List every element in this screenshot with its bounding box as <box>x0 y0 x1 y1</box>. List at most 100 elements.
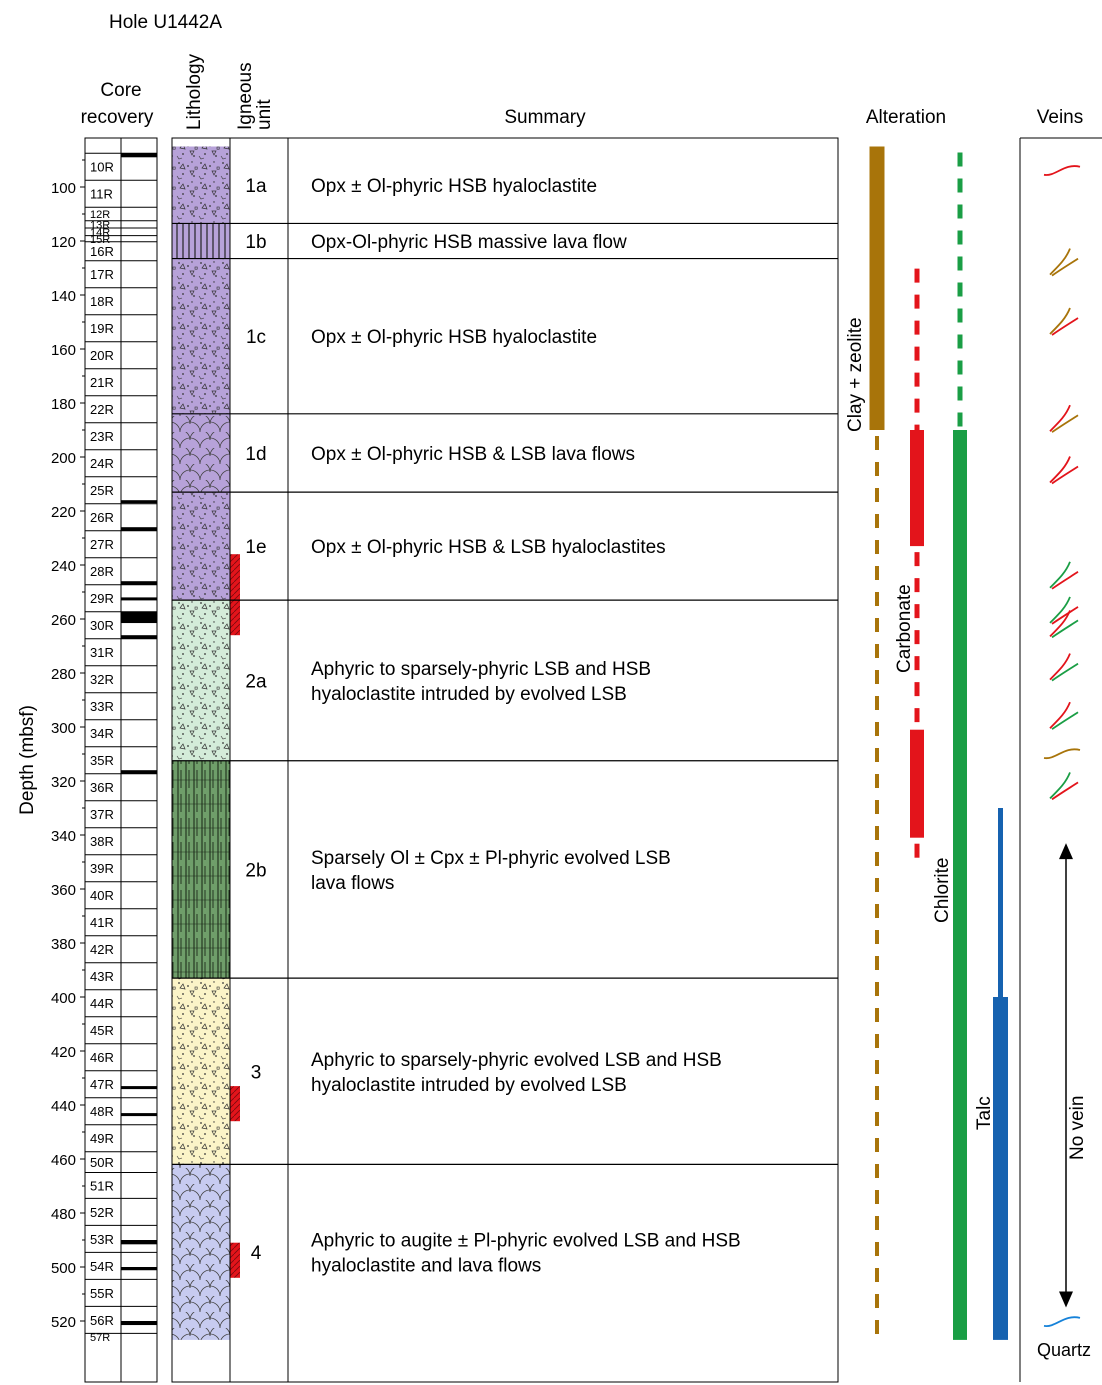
lithology-pattern-1b <box>172 223 230 259</box>
core-43R: 43R <box>85 962 157 984</box>
unit-summary-line: hyaloclastite intruded by evolved LSB <box>311 1075 627 1096</box>
header-summary: Summary <box>504 107 586 128</box>
core-label: 23R <box>90 429 114 444</box>
vein-line <box>1051 414 1079 433</box>
core-label: 17R <box>90 267 114 282</box>
core-24R: 24R <box>85 449 157 471</box>
depth-tick-label: 380 <box>51 936 76 953</box>
core-label: 42R <box>90 942 114 957</box>
vein-line <box>1051 465 1079 485</box>
core-recovered-interval <box>121 1086 157 1090</box>
core-42R: 42R <box>85 935 157 957</box>
lithology-column <box>171 137 240 1383</box>
core-47R: 47R <box>85 1070 157 1092</box>
depth-tick-label: 280 <box>51 666 76 683</box>
core-label: 38R <box>90 834 114 849</box>
core-31R: 31R <box>85 638 157 660</box>
depth-tick-label: 400 <box>51 990 76 1007</box>
unit-id: 1a <box>245 176 267 197</box>
vein-line <box>1049 653 1071 681</box>
core-56R: 56R <box>85 1305 157 1328</box>
core-54R: 54R <box>85 1251 157 1274</box>
vein-line <box>1049 772 1071 800</box>
core-recovered-interval <box>121 527 157 531</box>
core-label: 54R <box>90 1259 114 1274</box>
depth-axis: 1001201401601802002202402602803003203403… <box>51 138 86 1382</box>
vein-line <box>1049 610 1071 638</box>
vein-line <box>1051 781 1079 801</box>
lithology-pattern-1c <box>172 258 230 414</box>
vein-symbol <box>1049 307 1079 336</box>
alteration-clay_zeolite-solid <box>869 146 885 430</box>
alteration-chlorite-solid <box>953 430 967 1340</box>
depth-tick-label: 160 <box>51 342 76 359</box>
core-11R: 11R <box>85 179 157 202</box>
core-label: 37R <box>90 807 114 822</box>
core-recovered-interval <box>121 1321 157 1326</box>
core-55R: 55R <box>85 1278 157 1301</box>
core-label: 16R <box>90 244 114 259</box>
unit-summary-line: hyaloclastite and lava flows <box>311 1256 541 1277</box>
vein-symbol <box>1043 165 1081 176</box>
core-39R: 39R <box>85 854 157 876</box>
core-label: 39R <box>90 861 114 876</box>
core-51R: 51R <box>85 1172 157 1193</box>
core-label: 19R <box>90 321 114 336</box>
core-label: 46R <box>90 1050 114 1065</box>
unit-id: 1e <box>245 537 266 558</box>
core-33R: 33R <box>85 692 157 714</box>
core-label: 40R <box>90 888 114 903</box>
core-label: 24R <box>90 456 114 471</box>
core-recovered-interval <box>121 770 157 774</box>
unit-summary-line: Aphyric to augite ± Pl-phyric evolved LS… <box>311 1231 741 1252</box>
core-label: 34R <box>90 726 114 741</box>
vein-symbol <box>1043 1316 1081 1327</box>
intrusion-marker <box>230 1086 240 1122</box>
unit-id: 1d <box>245 444 266 465</box>
core-label: 35R <box>90 753 114 768</box>
lithology-pattern-1e <box>172 492 230 601</box>
hole-title: Hole U1442A <box>109 12 222 33</box>
alteration-talc-thin <box>998 808 1003 997</box>
vein-symbol <box>1049 610 1079 639</box>
depth-tick-label: 100 <box>51 180 76 197</box>
depth-tick-label: 180 <box>51 396 76 413</box>
core-25R: 25R <box>85 476 157 504</box>
vein-line <box>1051 711 1079 730</box>
vein-symbol <box>1049 456 1079 485</box>
alteration-column: Clay + zeolite Carbonate Chlorite Talc <box>845 146 1008 1340</box>
depth-tick-label: 420 <box>51 1044 76 1061</box>
vein-line <box>1049 248 1071 276</box>
vein-symbol <box>1049 404 1079 433</box>
lithology-pattern-3 <box>172 978 230 1165</box>
vein-line <box>1049 307 1071 335</box>
core-22R: 22R <box>85 395 157 417</box>
core-label: 56R <box>90 1313 114 1328</box>
vein-line <box>1043 748 1081 759</box>
core-label: 41R <box>90 915 114 930</box>
header-core-recovery-line1: Core <box>100 80 141 101</box>
vein-line <box>1049 561 1071 589</box>
core-32R: 32R <box>85 665 157 687</box>
core-45R: 45R <box>85 1016 157 1038</box>
core-label: 32R <box>90 672 114 687</box>
core-label: 25R <box>90 483 114 498</box>
core-label: 45R <box>90 1023 114 1038</box>
unit-id: 3 <box>251 1062 262 1083</box>
core-recovered-interval <box>121 1113 157 1117</box>
vein-symbol <box>1043 748 1081 759</box>
core-label: 57R <box>90 1332 110 1344</box>
core-label: 43R <box>90 969 114 984</box>
unit-id: 2a <box>245 671 267 692</box>
unit-id: 2b <box>245 860 266 881</box>
core-28R: 28R <box>85 557 157 585</box>
core-20R: 20R <box>85 341 157 363</box>
vein-line <box>1043 165 1081 176</box>
lithology-pattern-4 <box>172 1164 230 1340</box>
core-label: 20R <box>90 348 114 363</box>
quartz-label: Quartz <box>1037 1340 1091 1360</box>
alteration-carbonate-solid <box>910 430 924 547</box>
